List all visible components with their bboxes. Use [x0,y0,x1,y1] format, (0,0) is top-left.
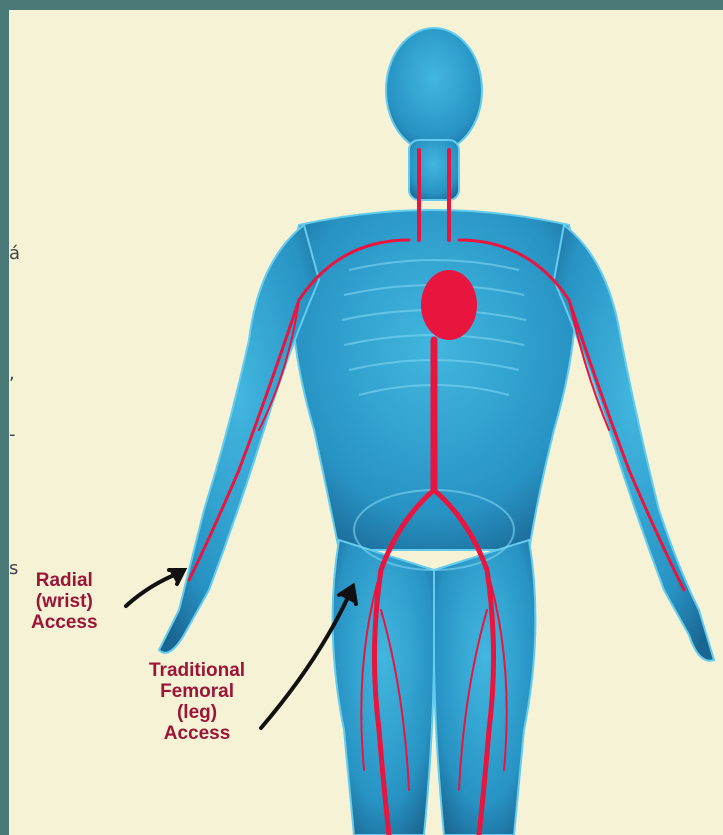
radial-line-2: (wrist) [31,591,98,612]
femoral-line-4: Access [149,723,245,744]
radial-line-1: Radial [31,570,98,591]
illustration-panel: á , - s [9,10,723,835]
radial-access-arrow [126,570,184,606]
femoral-line-3: (leg) [149,702,245,723]
radial-line-3: Access [31,612,98,633]
femoral-line-1: Traditional [149,660,245,681]
radial-access-label: Radial (wrist) Access [31,570,98,633]
femoral-access-label: Traditional Femoral (leg) Access [149,660,245,744]
femoral-line-2: Femoral [149,681,245,702]
human-body-figure [9,10,723,835]
